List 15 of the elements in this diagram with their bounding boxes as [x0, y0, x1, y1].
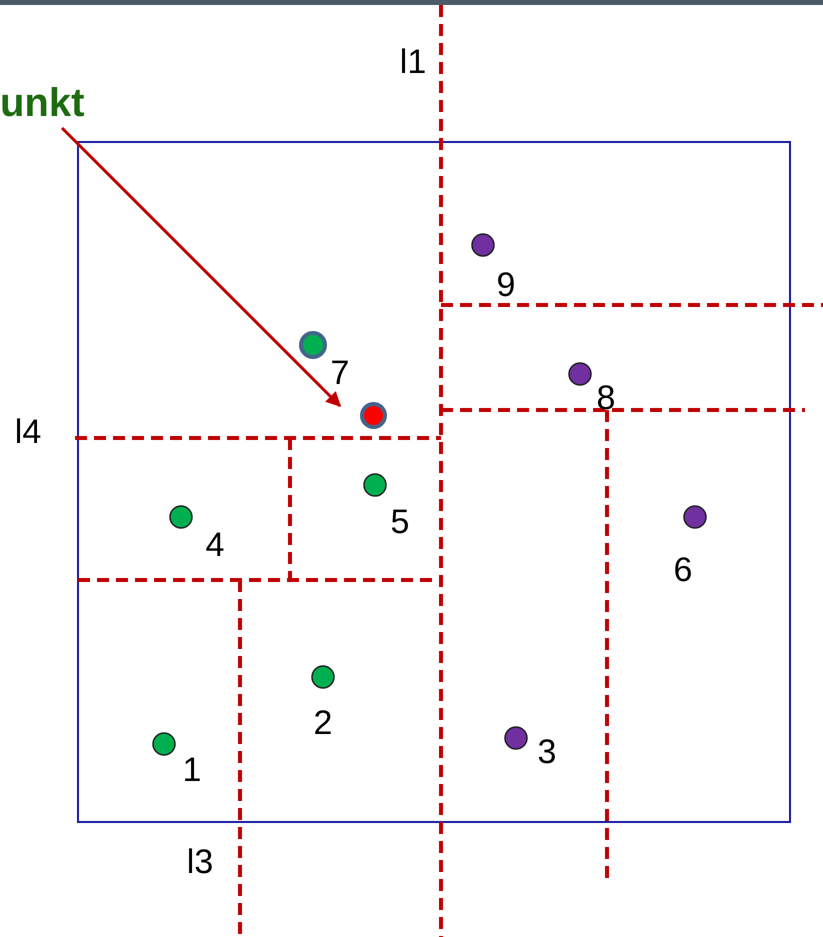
point-number: 2	[314, 704, 332, 742]
line-label: l1	[400, 43, 426, 81]
point-number: 3	[538, 733, 556, 771]
point-number: 6	[674, 551, 692, 589]
point-number: 8	[596, 379, 616, 417]
point-number: 5	[390, 503, 410, 541]
query-point	[360, 402, 387, 429]
point-number: 1	[182, 751, 202, 789]
point-number: 7	[330, 354, 350, 392]
point-number: 4	[206, 526, 224, 564]
line-label: l3	[186, 843, 214, 881]
point-label: unkt	[0, 78, 84, 128]
point-number: 9	[496, 266, 516, 304]
arrow	[60, 126, 342, 408]
line-label: l4	[14, 413, 42, 451]
